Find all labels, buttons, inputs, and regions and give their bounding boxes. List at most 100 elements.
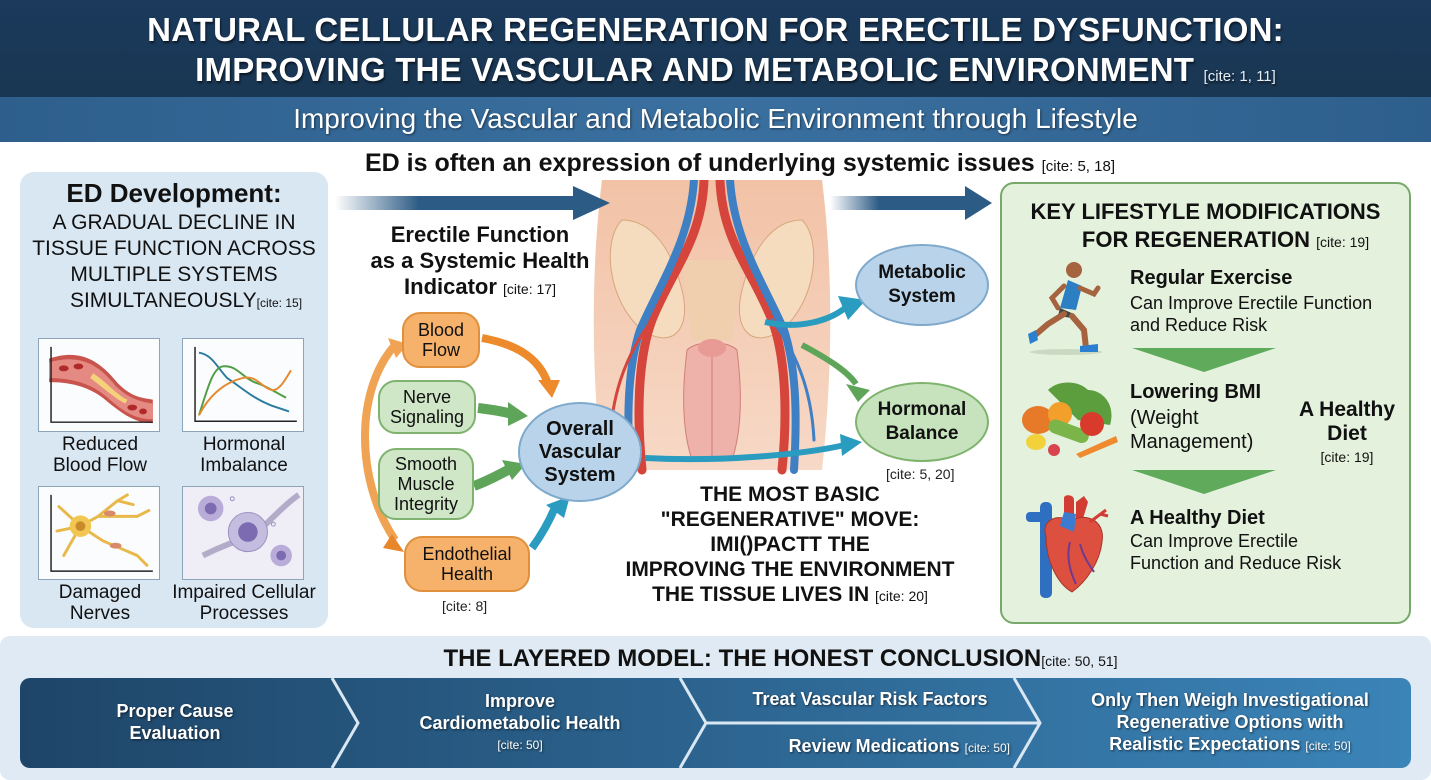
hormonal-cite: [cite: 5, 20]: [886, 466, 955, 482]
step-line: Cardiometabolic Health: [419, 713, 621, 733]
down-arrow-2: [1132, 470, 1276, 494]
title-line-1: NATURAL CELLULAR REGENERATION FOR ERECTI…: [147, 11, 1284, 48]
factors-cite: [cite: 8]: [442, 598, 488, 614]
move-line: IMPROVING THE ENVIRONMENT: [625, 558, 955, 581]
item-desc-line: (Weight: [1130, 407, 1199, 429]
tile-label-line: Processes: [199, 603, 289, 624]
ef-title-line: Indicator: [404, 274, 497, 299]
arrow-smooth-muscle: [472, 465, 511, 491]
header-banner: NATURAL CELLULAR REGENERATION FOR ERECTI…: [0, 0, 1431, 97]
subheader-banner: Improving the Vascular and Metabolic Env…: [0, 97, 1431, 142]
top-left-flow-arrow: [335, 186, 610, 220]
tile-label-line: Imbalance: [200, 455, 288, 476]
step-line: Review Medications: [788, 736, 960, 756]
tile-label-line: Damaged: [58, 582, 142, 603]
factor-line: Endothelial: [422, 544, 512, 564]
arrow-endothelial: [528, 503, 560, 551]
lifestyle-title: KEY LIFESTYLE MODIFICATIONS FOR REGENERA…: [1002, 198, 1409, 256]
subtitle-line: A GRADUAL DECLINE IN: [52, 211, 296, 234]
item-heading-healthy-diet: A Healthy Diet: [1130, 507, 1265, 529]
factor-line: Blood: [417, 320, 465, 340]
headline-cite: [cite: 5, 18]: [1041, 158, 1115, 175]
step-cite: [cite: 50]: [497, 738, 543, 752]
move-line: THE TISSUE LIVES IN: [652, 583, 870, 606]
step-line: Improve: [484, 691, 556, 711]
systemic-issues-headline: ED is often an expression of underlying …: [365, 148, 1115, 182]
step-line: Only Then Weigh Investigational: [1091, 690, 1369, 710]
step-proper-cause-evaluation: Proper Cause Evaluation: [60, 700, 290, 744]
hormone-chart-icon: [182, 338, 304, 432]
step-improve-cardiometabolic-health: Improve Cardiometabolic Health [cite: 50…: [370, 690, 670, 756]
step-line: Regenerative Options with: [1116, 712, 1344, 732]
item-desc-line: Management): [1130, 431, 1254, 453]
lifestyle-title-line: FOR REGENERATION: [1081, 227, 1311, 252]
item-desc-healthy-diet: Can Improve Erectile Function and Reduce…: [1130, 530, 1341, 574]
layered-model-title: THE LAYERED MODEL: THE HONEST CONCLUSION…: [0, 644, 1431, 676]
step-line: Proper Cause: [116, 701, 234, 721]
step-cite: [cite: 50]: [964, 741, 1010, 755]
factor-line: Health: [440, 564, 493, 584]
vegetables-icon: [1022, 382, 1118, 458]
side-label-line: Diet: [1327, 422, 1367, 445]
move-line: IMI()PACTT THE: [710, 533, 870, 556]
item-desc-line: Can Improve Erectile: [1130, 531, 1299, 551]
ef-cite: [cite: 17]: [503, 281, 556, 297]
page-title: NATURAL CELLULAR REGENERATION FOR ERECTI…: [0, 10, 1431, 97]
arrow-blood-flow: [481, 334, 552, 386]
arrow-nerve-signaling: [477, 403, 514, 419]
runner-icon: [1028, 262, 1102, 355]
tile-label-line: Impaired Cellular: [172, 582, 316, 603]
side-label-line: A Healthy: [1298, 398, 1396, 421]
subtitle-line: TISSUE FUNCTION ACROSS: [32, 237, 316, 260]
ed-development-panel: ED Development: A GRADUAL DECLINE IN TIS…: [20, 172, 328, 628]
subtitle: Improving the Vascular and Metabolic Env…: [293, 103, 1138, 134]
step-cite: [cite: 50]: [1305, 739, 1351, 753]
tile-label-line: Reduced: [61, 434, 139, 455]
metabolic-line: Metabolic: [878, 262, 966, 283]
hormonal-line: Balance: [885, 423, 959, 444]
hub-line: Vascular: [538, 440, 622, 463]
tile-label-impaired-cellular-processes: Impaired Cellular Processes: [154, 582, 334, 624]
item-desc-line: Function and Reduce Risk: [1130, 553, 1342, 573]
tile-label-damaged-nerves: Damaged Nerves: [20, 582, 180, 624]
hub-line: System: [544, 463, 616, 486]
item-desc-line: and Reduce Risk: [1130, 315, 1268, 335]
move-line: "REGENERATIVE" MOVE:: [660, 508, 920, 531]
down-arrow-1: [1132, 348, 1276, 372]
factor-line: Muscle: [397, 474, 455, 494]
subtitle-line: SIMULTANEOUSLY: [69, 289, 257, 312]
tile-label-reduced-blood-flow: Reduced Blood Flow: [20, 434, 180, 476]
tile-label-line: Hormonal: [202, 434, 286, 455]
title-cite: [cite: 1, 11]: [1203, 68, 1276, 85]
most-basic-move-text: THE MOST BASIC "REGENERATIVE" MOVE: IMI(…: [612, 482, 968, 609]
step-line: Evaluation: [129, 723, 221, 743]
ef-title-line: Erectile Function: [390, 222, 570, 247]
item-desc-lowering-bmi: (Weight Management): [1130, 406, 1253, 454]
item-heading-lowering-bmi: Lowering BMI: [1130, 381, 1262, 403]
lifestyle-title-line: KEY LIFESTYLE MODIFICATIONS: [1030, 199, 1381, 224]
ef-title-line: as a Systemic Health: [370, 248, 590, 273]
factor-line: Integrity: [393, 494, 459, 514]
title-line-2: IMPROVING THE VASCULAR AND METABOLIC ENV…: [195, 51, 1195, 88]
tile-label-line: Nerves: [69, 603, 131, 624]
step-weigh-investigational-options: Only Then Weigh Investigational Regenera…: [1050, 689, 1410, 757]
layered-model-cite: [cite: 50, 51]: [1041, 653, 1118, 669]
factor-line: Nerve: [402, 387, 451, 407]
step-review-medications: Review Medications [cite: 50]: [720, 735, 1010, 759]
metabolic-line: System: [888, 286, 956, 307]
factor-line: Signaling: [389, 407, 465, 427]
blood-vessel-icon: [38, 338, 160, 432]
ed-development-title: ED Development:: [66, 178, 282, 208]
healthy-diet-side-label: A Healthy Diet [cite: 19]: [1292, 398, 1402, 468]
step-treat-vascular-risk-factors: Treat Vascular Risk Factors: [720, 688, 1020, 710]
ed-development-cite: [cite: 15]: [256, 296, 303, 310]
erectile-function-indicator-title: Erectile Function as a Systemic Health I…: [350, 222, 610, 302]
move-cite: [cite: 20]: [874, 588, 928, 604]
factor-line: Flow: [421, 340, 460, 360]
